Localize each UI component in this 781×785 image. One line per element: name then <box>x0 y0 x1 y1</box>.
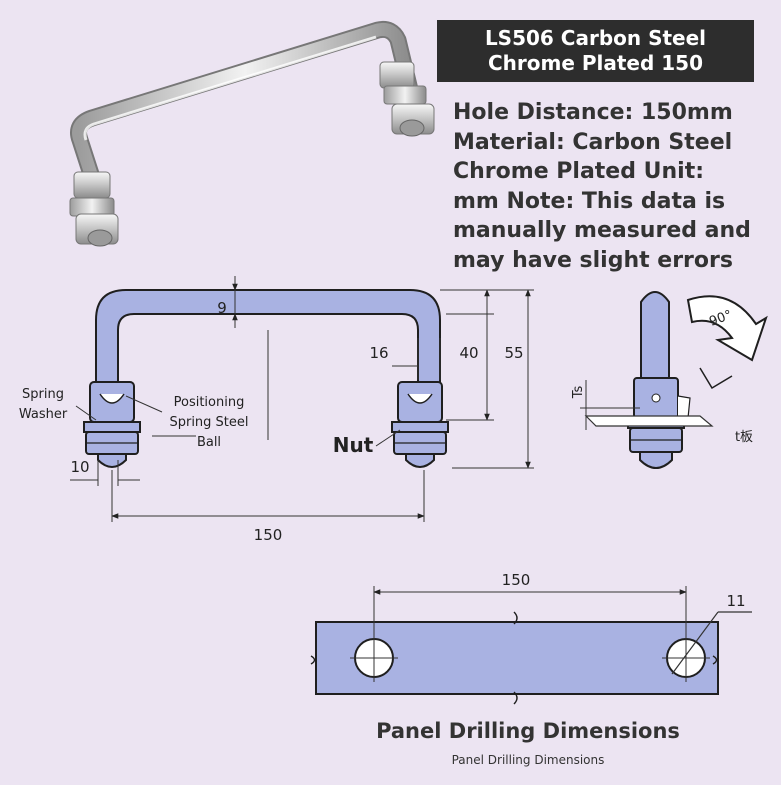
product-specs: Hole Distance: 150mm Material: Carbon St… <box>453 98 775 275</box>
label-ball-2: Spring Steel <box>169 415 248 430</box>
left-spring-washer <box>83 421 141 433</box>
label-spring-washer-1: Spring <box>22 387 64 402</box>
handle-dimension-labels: 9 16 40 55 10 150 Spring Washer Position… <box>19 299 524 544</box>
dim-hole-distance: 150 <box>254 526 283 544</box>
handle-dimensions <box>70 276 534 522</box>
product-photo <box>69 21 435 247</box>
product-title-line-2: Chrome Plated 150 <box>487 51 704 75</box>
label-ball-3: Ball <box>197 435 221 450</box>
dim-total-height: 55 <box>504 344 523 362</box>
label-spring-washer-2: Washer <box>19 407 68 422</box>
handle-drawing <box>83 289 449 468</box>
label-nut: Nut <box>333 433 374 457</box>
dim-inner-height: 40 <box>459 344 478 362</box>
spec-line: Chrome Plated Unit: <box>453 159 705 184</box>
panel-dim-hole-diameter: 11 <box>726 592 745 610</box>
spec-line: mm Note: This data is <box>453 188 726 214</box>
product-title-line-1: LS506 Carbon Steel <box>484 26 707 50</box>
label-ball-1: Positioning <box>174 395 245 410</box>
spec-line: may have slight errors <box>453 247 733 273</box>
panel-heading: Panel Drilling Dimensions <box>376 719 680 743</box>
spec-line: Material: Carbon Steel <box>453 129 733 155</box>
dim-base-width: 10 <box>70 458 89 476</box>
dim-leg-width: 16 <box>369 344 388 362</box>
dim-bar-thickness: 9 <box>217 299 227 317</box>
spec-line: manually measured and <box>453 218 751 243</box>
panel-dim-hole-distance: 150 <box>502 571 531 589</box>
rotation-arrow <box>686 295 768 362</box>
side-view <box>580 291 768 469</box>
ts-label: Ts <box>571 385 586 399</box>
panel-subheading: Panel Drilling Dimensions <box>452 753 605 767</box>
product-title-box: LS506 Carbon Steel Chrome Plated 150 <box>437 20 754 82</box>
thickness-label: t板 <box>735 430 753 445</box>
panel-drawing <box>310 586 752 705</box>
spec-line: Hole Distance: 150mm <box>453 100 733 125</box>
rotation-label: 90° <box>707 308 734 330</box>
side-view-leg <box>640 291 670 381</box>
